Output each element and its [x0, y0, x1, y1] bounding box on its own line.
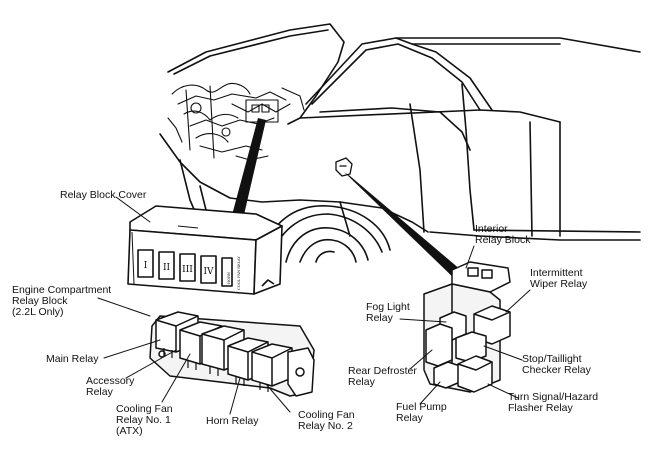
cover-slot-labels: I II III IV: [144, 261, 214, 277]
cover-slot-label: II: [163, 263, 171, 273]
label-fuel-pump-relay: Fuel Pump Relay: [396, 401, 447, 424]
pointer-beams: [228, 118, 468, 282]
cooling-fan-relay-2: [251, 343, 293, 387]
label-cooling-fan-relay-2: Cooling Fan Relay No. 2: [298, 409, 355, 432]
relay-block-cover: [127, 205, 283, 295]
interior-mount-bracket: [335, 157, 353, 177]
label-main-relay: Main Relay: [46, 353, 99, 365]
label-engine-compartment-relay-block: Engine Compartment Relay Block (2.2L Onl…: [12, 284, 112, 318]
engine-relay-block: [149, 311, 315, 397]
cover-coolfan-label: COOL FAN RELAY: [237, 256, 241, 290]
leader-lines: [97, 196, 531, 415]
label-fog-light-relay: Fog Light Relay: [366, 301, 410, 324]
label-stop-taillight-checker-relay: Stop/Taillight Checker Relay: [522, 353, 591, 376]
label-rear-defroster-relay: Rear Defroster Relay: [348, 365, 417, 388]
label-interior-relay-block: Interior Relay Block: [475, 223, 531, 246]
label-relay-block-cover: Relay Block Cover: [60, 189, 147, 201]
label-turn-signal-hazard-flasher-relay: Turn Signal/Hazard Flasher Relay: [508, 391, 599, 414]
cover-horn-label: HORN: [227, 272, 231, 284]
label-cooling-fan-relay-1: Cooling Fan Relay No. 1 (ATX): [116, 403, 173, 437]
label-intermittent-wiper-relay: Intermittent Wiper Relay: [530, 267, 588, 290]
rear-defroster-relay: [425, 323, 453, 367]
turn-signal-flasher-relay: [457, 355, 493, 393]
cover-slot-label: III: [182, 265, 193, 275]
label-accessory-relay: Accessory Relay: [86, 375, 135, 398]
interior-relay-block: [423, 261, 511, 393]
stop-taillight-checker-relay: [455, 331, 487, 363]
cover-slot-label: IV: [203, 267, 214, 277]
cover-slot-label: I: [144, 261, 148, 271]
engine-bay: [167, 82, 305, 161]
label-horn-relay: Horn Relay: [206, 415, 259, 427]
